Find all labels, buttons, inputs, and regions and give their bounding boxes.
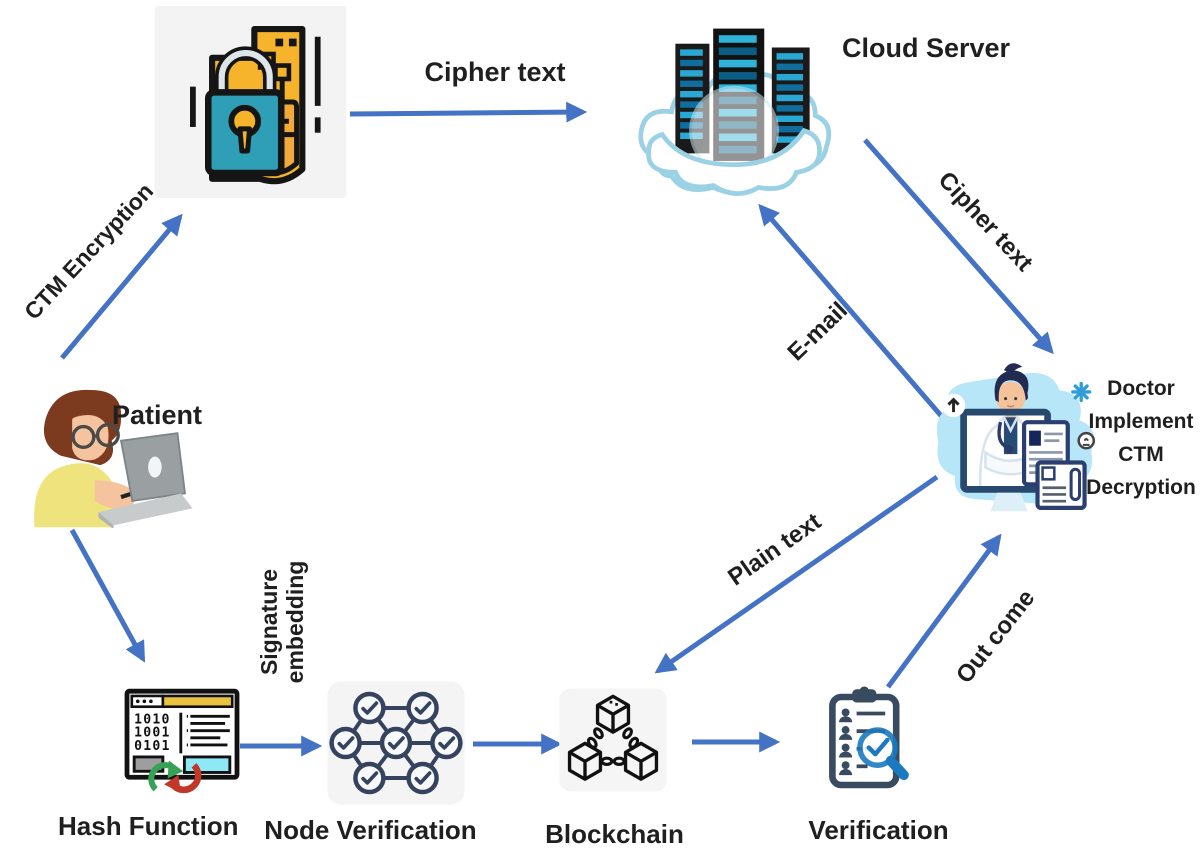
- doctor-label-line4: Decryption: [1086, 476, 1196, 499]
- doctor-label-line3: CTM: [1118, 443, 1164, 466]
- hash-function-label: Hash Function: [58, 811, 239, 841]
- svg-text:1001: 1001: [134, 726, 170, 741]
- arrow-plain-text: [654, 474, 939, 674]
- signature-embedding-line1: Signature: [256, 568, 282, 676]
- node-verification-label: Node Verification: [264, 815, 477, 845]
- hash-function-icon: 1010 1001 0101: [122, 684, 242, 794]
- arrow-email: [758, 203, 945, 420]
- doctor-label-line1: Doctor: [1107, 377, 1175, 400]
- cloud-server-label: Cloud Server: [842, 33, 1011, 63]
- arrow-patient-to-hash: [69, 528, 146, 663]
- encrypted-folder-lock-icon: [153, 6, 348, 198]
- arrow-cipher-text-download: [863, 138, 1054, 355]
- doctor-label: Doctor Implement CTM Decryption: [1083, 372, 1199, 504]
- svg-text:0101: 0101: [134, 739, 170, 754]
- blockchain-cubes-icon: [556, 684, 670, 796]
- patient-label: Patient: [112, 400, 203, 430]
- doctor-telemedicine-icon: [930, 355, 1098, 523]
- svg-text:1010: 1010: [134, 712, 170, 727]
- cloud-server-icon: [630, 12, 838, 204]
- signature-embedding-label: Signature embedding: [256, 546, 308, 698]
- arrow-out-come: [885, 533, 1002, 689]
- arrow-cipher-text-upload: [349, 101, 588, 123]
- signature-embedding-line2: embedding: [282, 560, 308, 684]
- patient-at-laptop-icon: [12, 376, 200, 528]
- doctor-label-line2: Implement: [1088, 410, 1194, 433]
- arrow-ctm-encryption: [60, 213, 183, 360]
- blockchain-label: Blockchain: [545, 819, 684, 849]
- node-network-check-icon: [326, 680, 466, 806]
- verification-label: Verification: [808, 815, 949, 845]
- clipboard-magnifier-icon: [816, 686, 928, 796]
- cipher-text-upload-label: Cipher text: [424, 57, 566, 87]
